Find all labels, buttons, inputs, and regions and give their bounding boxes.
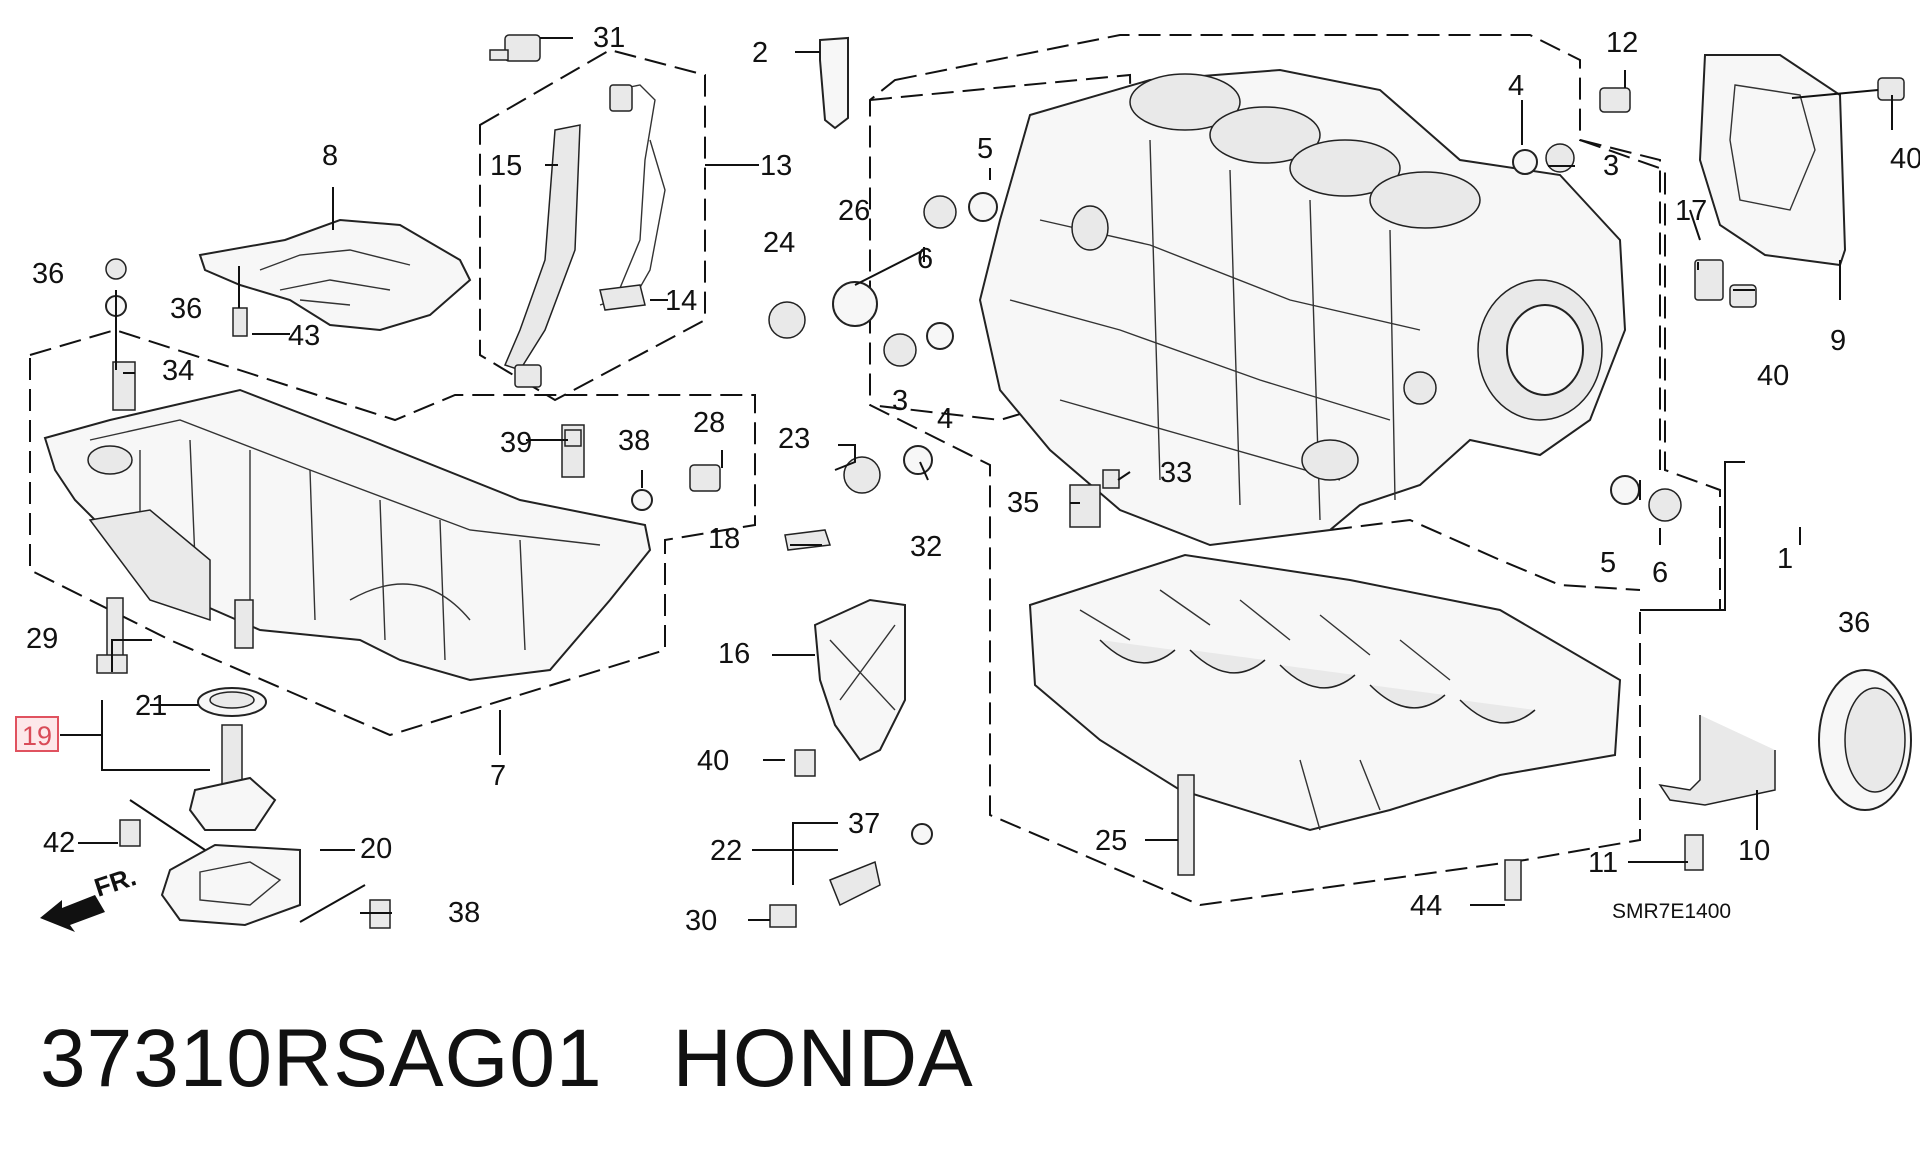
callout-29: 30 (685, 905, 717, 937)
leader-lines (60, 37, 1893, 923)
harness-group-outline (479, 48, 706, 402)
callout-2: 2 (752, 37, 768, 69)
callout-41a: 40 (1890, 143, 1920, 175)
callout-5a: 5 (977, 133, 993, 165)
front-direction-label: FR. (91, 861, 140, 902)
callout-17: 17 (1675, 195, 1707, 227)
callout-3b: 3 (892, 385, 908, 417)
callout-7: 7 (490, 760, 506, 792)
callout-24: 24 (763, 227, 795, 259)
callout-36b: 36 (170, 293, 202, 325)
bracket-part-2 (819, 36, 849, 130)
callout-30: 31 (593, 22, 625, 54)
callout-39: 38 (618, 425, 650, 457)
part-number: 37310RSAG01 (40, 1013, 603, 1104)
callout-1: 1 (1777, 543, 1793, 575)
fasteners (96, 34, 1905, 929)
callout-34: 35 (1007, 487, 1039, 519)
callout-26: 26 (838, 195, 870, 227)
callout-20: 20 (360, 833, 392, 865)
callout-5b: 5 (1600, 547, 1616, 579)
highlighted-callout-label: 19 (22, 721, 52, 751)
lower-block-group-outline (1329, 518, 1641, 591)
cylinder-block-part (978, 68, 1627, 547)
side-group-outline (1579, 139, 1661, 470)
pipe-part-10 (1658, 715, 1776, 806)
callout-43: 42 (43, 827, 75, 859)
callout-8: 8 (322, 140, 338, 172)
parts-artwork: FR. (40, 34, 1912, 932)
callout-14: 14 (665, 285, 697, 317)
highlighted-callout-19[interactable]: 19 (15, 716, 59, 752)
oil-strainer-part (160, 687, 301, 927)
oil-seal-part (1818, 669, 1912, 811)
callout-38: 38 (448, 897, 480, 929)
callout-9: 9 (1830, 325, 1846, 357)
callout-21: 21 (135, 690, 167, 722)
callout-35: 36 (1838, 607, 1870, 639)
oil-pan-group-outline (29, 328, 756, 737)
callout-42: 43 (288, 320, 320, 352)
callout-15: 15 (490, 150, 522, 182)
callout-36a: 36 (32, 258, 64, 290)
callout-18: 18 (708, 523, 740, 555)
callout-31: 32 (910, 531, 942, 563)
highlight-box (15, 716, 59, 752)
callout-44: 44 (1410, 890, 1442, 922)
harness-part (503, 84, 666, 388)
callout-6b: 6 (1652, 557, 1668, 589)
callout-11: 11 (1588, 847, 1618, 879)
callout-6a: 6 (917, 243, 933, 275)
callout-33: 34 (162, 355, 194, 387)
cover-plate-part-16 (813, 598, 906, 762)
callout-41c: 40 (697, 745, 729, 777)
callout-12: 12 (1606, 27, 1638, 59)
callout-16: 16 (718, 638, 750, 670)
callout-37: 37 (848, 808, 880, 840)
diagram-code: SMR7E1400 (1612, 900, 1731, 923)
part-title: 37310RSAG01 HONDA (40, 1012, 1044, 1106)
callout-22: 22 (710, 835, 742, 867)
brand-name: HONDA (672, 1013, 974, 1104)
oil-pan-part (43, 388, 652, 682)
callout-4a: 4 (1508, 70, 1524, 102)
callout-41b: 40 (1757, 360, 1789, 392)
front-direction-indicator: FR. (40, 861, 140, 932)
callout-25: 25 (1095, 825, 1127, 857)
callout-23: 23 (778, 423, 810, 455)
lower-block-part (1028, 553, 1622, 832)
callout-labels: 31 2 12 4 3 5 40 8 15 13 26 24 6 17 36 3… (15, 22, 1920, 937)
callout-4b: 4 (937, 403, 953, 435)
callout-3a: 3 (1603, 150, 1619, 182)
callout-28: 29 (26, 623, 58, 655)
callout-10: 10 (1738, 835, 1770, 867)
gasket-part-9 (1698, 54, 1847, 267)
callout-40: 39 (500, 427, 532, 459)
callout-27: 28 (693, 407, 725, 439)
callout-32: 33 (1160, 457, 1192, 489)
callout-13: 13 (760, 150, 792, 182)
